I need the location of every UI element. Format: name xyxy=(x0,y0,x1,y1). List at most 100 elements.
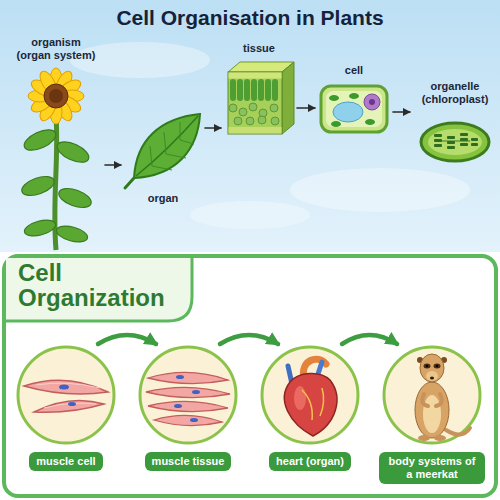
meerkat-drawing xyxy=(423,395,441,433)
chloroplast xyxy=(421,123,489,161)
bottom-background xyxy=(0,252,500,500)
plant-cell xyxy=(326,91,382,127)
chloroplast xyxy=(460,138,468,141)
sunflower xyxy=(19,126,93,245)
chloroplast xyxy=(421,123,489,161)
stage-label: organelle (chloroplast) xyxy=(415,80,495,106)
meerkat-drawing xyxy=(434,364,441,369)
chloroplast xyxy=(434,134,442,137)
sunflower xyxy=(49,89,63,103)
stage-circle xyxy=(262,347,358,443)
tissue-block xyxy=(234,117,242,125)
meerkat-drawing xyxy=(426,365,428,367)
tissue-block xyxy=(246,117,254,125)
tissue-block xyxy=(282,62,294,134)
sunflower xyxy=(44,84,68,108)
organ-stage: organ xyxy=(122,110,204,206)
sunflower xyxy=(28,68,84,124)
tissue-block xyxy=(258,79,264,101)
plant-cell xyxy=(364,94,380,110)
sky-background xyxy=(0,0,500,252)
sunflower xyxy=(55,223,90,245)
sky-background xyxy=(190,201,310,229)
stage-circle xyxy=(140,347,236,443)
stage-label: tissue xyxy=(243,42,275,55)
sunflower xyxy=(54,138,92,167)
meerkat-drawing xyxy=(424,364,431,369)
tissue-block xyxy=(228,72,282,134)
chloroplast xyxy=(428,129,482,155)
bottom-background xyxy=(4,256,496,496)
flow-arrow xyxy=(393,111,410,113)
meerkat-drawing xyxy=(446,428,470,435)
tissue-block xyxy=(272,79,278,101)
muscle-tissue-drawing xyxy=(146,387,230,397)
meerkat-drawing xyxy=(430,377,434,380)
tissue-block xyxy=(270,104,278,112)
meerkat-drawing xyxy=(426,371,438,381)
flow-arrow xyxy=(342,335,397,344)
leaf-organ xyxy=(134,114,200,178)
organization-panel: Cell Organizationmuscle cellmuscle tissu… xyxy=(4,256,496,496)
muscle-cell-drawing xyxy=(68,402,76,406)
muscle-tissue-drawing xyxy=(190,418,198,422)
chloroplast xyxy=(447,146,455,149)
chloroplast xyxy=(460,143,468,146)
plant-cell xyxy=(333,102,363,122)
tissue-block xyxy=(265,79,271,101)
tissue-block xyxy=(230,79,278,101)
muscle-cell-drawing xyxy=(34,400,104,412)
muscle-cell-drawing xyxy=(36,383,100,408)
chloroplast xyxy=(434,144,442,147)
flow-arrow xyxy=(98,335,156,344)
sunflower xyxy=(21,126,59,155)
meerkat-drawing xyxy=(415,354,470,441)
plant-cell xyxy=(321,86,387,132)
stage-label-box: heart (organ) xyxy=(269,452,351,471)
meerkat-drawing xyxy=(436,365,438,367)
chloroplast xyxy=(447,141,455,144)
chloroplast xyxy=(460,133,468,136)
sunflower xyxy=(23,217,58,239)
stage-circle: muscle cell xyxy=(12,344,120,492)
bottom-background xyxy=(0,252,500,500)
sky-background xyxy=(0,0,500,252)
plant-cell xyxy=(321,86,387,132)
muscle-tissue-drawing xyxy=(174,404,182,408)
heart-drawing xyxy=(284,359,337,436)
tissue-block xyxy=(249,103,257,111)
tissue-block xyxy=(239,108,247,116)
chloroplast xyxy=(471,138,478,141)
sky-background xyxy=(290,168,470,212)
diagram-title: Cell Organisation in Plants xyxy=(0,0,500,30)
tissue-block xyxy=(229,73,282,79)
organism-stage: organism (organ system) xyxy=(8,34,104,250)
muscle-tissue-drawing xyxy=(192,390,200,394)
tissue-block xyxy=(251,79,257,101)
muscle-tissue-drawing xyxy=(146,372,230,425)
stage-circle: heart (organ) xyxy=(256,344,364,492)
meerkat-drawing xyxy=(415,382,449,438)
heart-drawing xyxy=(302,388,324,420)
chloroplast xyxy=(434,133,478,149)
tissue-block xyxy=(271,117,279,125)
stage-label: organ xyxy=(148,192,179,205)
muscle-cell-drawing xyxy=(24,380,108,412)
plant-cell xyxy=(331,121,341,127)
flow-arrow xyxy=(205,127,221,129)
stage-label-box: body systems of a meerkat xyxy=(379,452,485,484)
stage-label-box: muscle tissue xyxy=(145,452,232,471)
stage-label: cell xyxy=(345,64,363,77)
stage-circle xyxy=(384,347,480,443)
chloroplast xyxy=(447,136,455,139)
leaf-organ xyxy=(125,178,134,188)
muscle-tissue-drawing xyxy=(148,372,228,383)
meerkat-drawing xyxy=(422,394,442,406)
plant-cell xyxy=(329,95,339,101)
tissue-block xyxy=(244,79,250,101)
stage-circle: body systems of a meerkat xyxy=(375,344,489,492)
